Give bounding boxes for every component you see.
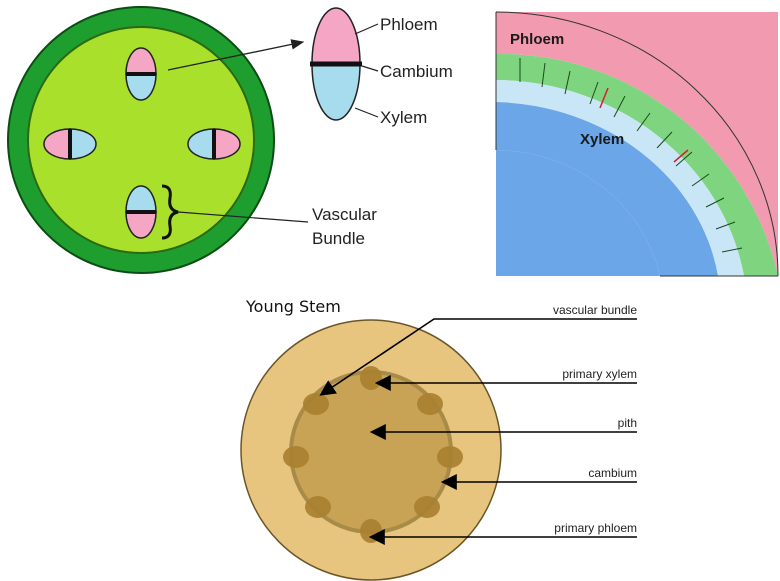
bundle-2 [303, 393, 329, 415]
vascular-bundle-left [44, 129, 96, 159]
bundle-8 [360, 519, 382, 543]
bundle-3 [417, 393, 443, 415]
label-vascular: Vascular [312, 205, 377, 224]
label-vascular-bundle: vascular bundle [553, 303, 637, 317]
label-phloem: Phloem [380, 15, 438, 34]
arc-label-phloem: Phloem [510, 31, 564, 48]
vascular-bundle-right [188, 129, 240, 159]
young-stem-title: Young Stem [245, 297, 341, 316]
dicot-stem-cross-section [8, 7, 303, 273]
phloem-leader [355, 24, 378, 34]
bundle-5 [437, 446, 463, 468]
label-cambium: Cambium [380, 62, 453, 81]
arc-label-xylem: Xylem [580, 131, 624, 148]
enlarged-vascular-bundle [310, 8, 362, 120]
label-xylem: Xylem [380, 108, 427, 127]
label-pith: pith [618, 416, 637, 430]
label-cambium-young: cambium [588, 466, 637, 480]
xylem-leader [355, 108, 378, 117]
bundle-7 [414, 496, 440, 518]
vascular-bundle-bottom [126, 186, 156, 238]
vascular-bundle-top [126, 48, 156, 100]
young-stem-cross-section [241, 320, 501, 580]
bundle-4 [283, 446, 309, 468]
bundle-1 [360, 366, 382, 390]
label-bundle: Bundle [312, 229, 365, 248]
cambium-leader [362, 66, 378, 71]
bundle-6 [305, 496, 331, 518]
label-primary-phloem: primary phloem [554, 521, 637, 535]
label-primary-xylem: primary xylem [562, 367, 637, 381]
